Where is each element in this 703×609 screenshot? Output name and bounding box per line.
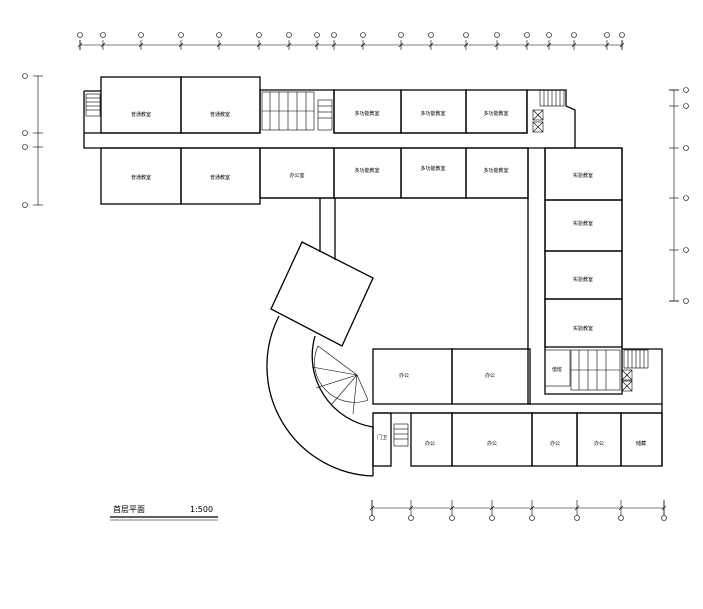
room-labels: 普通教室 普通教室 普通教室 普通教室 办公室 多功能教室 多功能教室 多功能教…: [131, 110, 646, 447]
room-label: 多功能教室: [483, 167, 508, 174]
axis-bubble: [398, 32, 404, 38]
corridor-links: [319, 198, 336, 260]
north-wing-south-row: [100, 147, 529, 205]
axis-bubble: [331, 32, 337, 38]
room-label: 实验教室: [573, 276, 593, 283]
north-wing: [83, 76, 576, 149]
east-wing: [527, 147, 623, 404]
room-label: 门卫: [377, 434, 387, 441]
room-label: 实验教室: [573, 325, 593, 332]
axis-bubble: [683, 298, 689, 304]
room-label: 普通教室: [210, 174, 230, 181]
axis-bubble: [529, 515, 535, 521]
room-label: 普通教室: [131, 174, 151, 181]
axis-bubble: [546, 32, 552, 38]
room-label: 普通教室: [210, 111, 230, 118]
room-label: 储藏: [636, 440, 646, 447]
axis-bubble: [314, 32, 320, 38]
room-label: 办公: [487, 440, 497, 447]
room-label: 办公: [399, 372, 409, 379]
axis-bubble: [683, 195, 689, 201]
axis-bubble: [489, 515, 495, 521]
room-label: 实验教室: [573, 172, 593, 179]
axis-bubble: [619, 32, 625, 38]
axis-bubble: [618, 515, 624, 521]
axis-bubble: [138, 32, 144, 38]
south-wing: [372, 348, 663, 467]
room-label: 办公: [425, 440, 435, 447]
curved-auditorium: [266, 315, 374, 477]
axis-bubble: [574, 515, 580, 521]
axis-bubble: [683, 87, 689, 93]
axis-bubble: [100, 32, 106, 38]
axis-bubble: [360, 32, 366, 38]
room-label: 办公: [594, 440, 604, 447]
axis-bubble: [683, 145, 689, 151]
axis-bubble: [463, 32, 469, 38]
axis-bubble: [286, 32, 292, 38]
room-label: 值班: [552, 366, 562, 373]
room-label: 多功能教室: [420, 110, 445, 117]
drawing-scale: 1:500: [190, 505, 213, 514]
room-label: 普通教室: [131, 111, 151, 118]
room-label: 办公室: [289, 172, 304, 179]
drawing-title-block: 首层平面 1:500: [110, 504, 218, 521]
axis-bubble: [571, 32, 577, 38]
axis-bubble: [524, 32, 530, 38]
axis-bubble: [369, 515, 375, 521]
axis-bubble: [449, 515, 455, 521]
room-label: 实验教室: [573, 220, 593, 227]
axis-bubble: [178, 32, 184, 38]
axis-bubble: [494, 32, 500, 38]
axis-bubble: [683, 247, 689, 253]
drawing-title: 首层平面: [113, 504, 145, 514]
room-label: 多功能教室: [483, 110, 508, 117]
axis-bubble: [428, 32, 434, 38]
room-label: 办公: [485, 372, 495, 379]
right-dimension-line: [669, 87, 689, 304]
room-label: 多功能教室: [420, 165, 445, 172]
bottom-dimension-line: [369, 500, 667, 521]
axis-bubble: [216, 32, 222, 38]
axis-bubble: [604, 32, 610, 38]
axis-bubble: [408, 515, 414, 521]
axis-bubble: [661, 515, 667, 521]
rotated-hall-block: [270, 241, 374, 347]
south-east-core: [528, 347, 663, 405]
left-dimension-line: [22, 73, 43, 208]
room-label: 多功能教室: [354, 110, 379, 117]
room-label: 办公: [550, 440, 560, 447]
axis-bubble: [683, 103, 689, 109]
room-label: 多功能教室: [354, 167, 379, 174]
axis-bubble: [77, 32, 83, 38]
axis-bubble: [256, 32, 262, 38]
top-dimension-line: [77, 32, 625, 50]
